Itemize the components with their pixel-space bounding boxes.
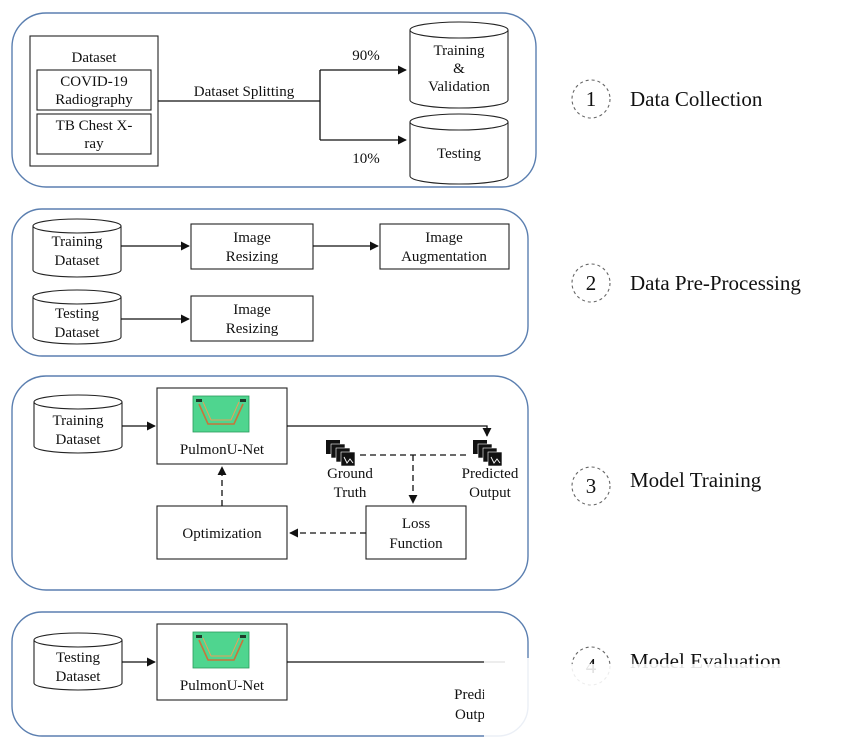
pp-resize-1-label-1: Image [233, 230, 271, 246]
train-label-1: Training [433, 43, 485, 59]
me-model-label: PulmonU-Net [180, 678, 265, 694]
mt-opt-label: Optimization [182, 526, 262, 542]
tb-label-1: TB Chest X- [56, 118, 133, 134]
step-1-label: Data Collection [630, 87, 763, 111]
pp-aug-label-2: Augmentation [401, 249, 487, 265]
mt-gt-label-1: Ground [327, 466, 373, 482]
step-3-label: Model Training [630, 468, 762, 492]
testing-label: Testing [437, 146, 481, 162]
panel-model-training: Training Dataset PulmonU-Net Ground Trut… [11, 375, 529, 591]
pp-resize-1-label-2: Resizing [226, 249, 279, 265]
pct-train: 90% [352, 48, 380, 64]
me-testing-label-1: Testing [56, 650, 100, 666]
train-validation-cylinder [409, 21, 509, 109]
step-1-number: 1 [586, 87, 597, 111]
step-2: 2 Data Pre-Processing [571, 263, 801, 303]
mt-loss-label-2: Function [389, 536, 443, 552]
mt-predicted-icon [473, 440, 503, 467]
corner-fade-overlay [484, 658, 540, 741]
mt-pred-label-1: Predicted [462, 466, 519, 482]
step-1: 1 Data Collection [571, 79, 763, 119]
step-3-number: 3 [586, 474, 597, 498]
step-3-circle [571, 466, 611, 506]
pp-training-label-2: Dataset [55, 253, 101, 269]
covid-label-2: Radiography [55, 92, 133, 108]
mt-ground-truth-icon [326, 440, 356, 467]
me-pred-label-1: Predi [454, 687, 486, 703]
covid-box [36, 69, 152, 111]
covid-label-1: COVID-19 [60, 74, 128, 90]
pp-resize-2-label-1: Image [233, 302, 271, 318]
mt-arrow-out [287, 425, 492, 437]
step-2-label: Data Pre-Processing [630, 271, 801, 295]
panel-preprocessing: Training Dataset Image Resizing Image Au… [11, 208, 529, 357]
panel-data-collection: Dataset COVID-19 Radiography TB Chest X-… [11, 12, 537, 188]
mt-model-label: PulmonU-Net [180, 442, 265, 458]
step-2-number: 2 [586, 271, 597, 295]
mt-training-label-2: Dataset [56, 432, 102, 448]
tb-box [36, 113, 152, 155]
step-2-circle [571, 263, 611, 303]
pp-testing-dataset-cylinder [32, 289, 122, 345]
pp-resize-box-2 [190, 295, 314, 342]
pct-test: 10% [352, 151, 380, 167]
mt-pred-label-2: Output [469, 485, 512, 501]
me-pred-label-2: Outp [455, 707, 485, 723]
mt-training-label-1: Training [52, 413, 104, 429]
me-unet-thumbnail [192, 631, 250, 669]
step-3: 3 Model Training [571, 466, 762, 506]
split-label: Dataset Splitting [194, 84, 295, 100]
tb-label-2: ray [84, 136, 104, 152]
pp-training-dataset-cylinder [32, 218, 122, 278]
corner-fade-overlay-2 [540, 664, 840, 741]
pp-testing-label-2: Dataset [55, 325, 101, 341]
mt-unet-thumbnail [192, 395, 250, 433]
pp-testing-label-1: Testing [55, 306, 99, 322]
mt-loss-label-1: Loss [402, 516, 431, 532]
panel-model-evaluation: Testing Dataset PulmonU-Net Predi Outp [11, 611, 529, 737]
pp-resize-box-1 [190, 223, 314, 270]
me-testing-label-2: Dataset [56, 669, 102, 685]
mt-loss-box [365, 505, 467, 560]
pp-augmentation-box [379, 223, 510, 270]
step-1-circle [571, 79, 611, 119]
pp-aug-label-1: Image [425, 230, 463, 246]
dataset-title: Dataset [72, 50, 118, 66]
me-testing-dataset-cylinder [33, 632, 123, 691]
train-label-3: Validation [428, 79, 490, 95]
mt-gt-label-2: Truth [334, 485, 367, 501]
mt-optimization-box [156, 505, 288, 560]
train-label-2: & [453, 61, 465, 77]
pp-training-label-1: Training [51, 234, 103, 250]
testing-cylinder [409, 113, 509, 185]
mt-training-dataset-cylinder [33, 394, 123, 454]
pp-resize-2-label-2: Resizing [226, 321, 279, 337]
